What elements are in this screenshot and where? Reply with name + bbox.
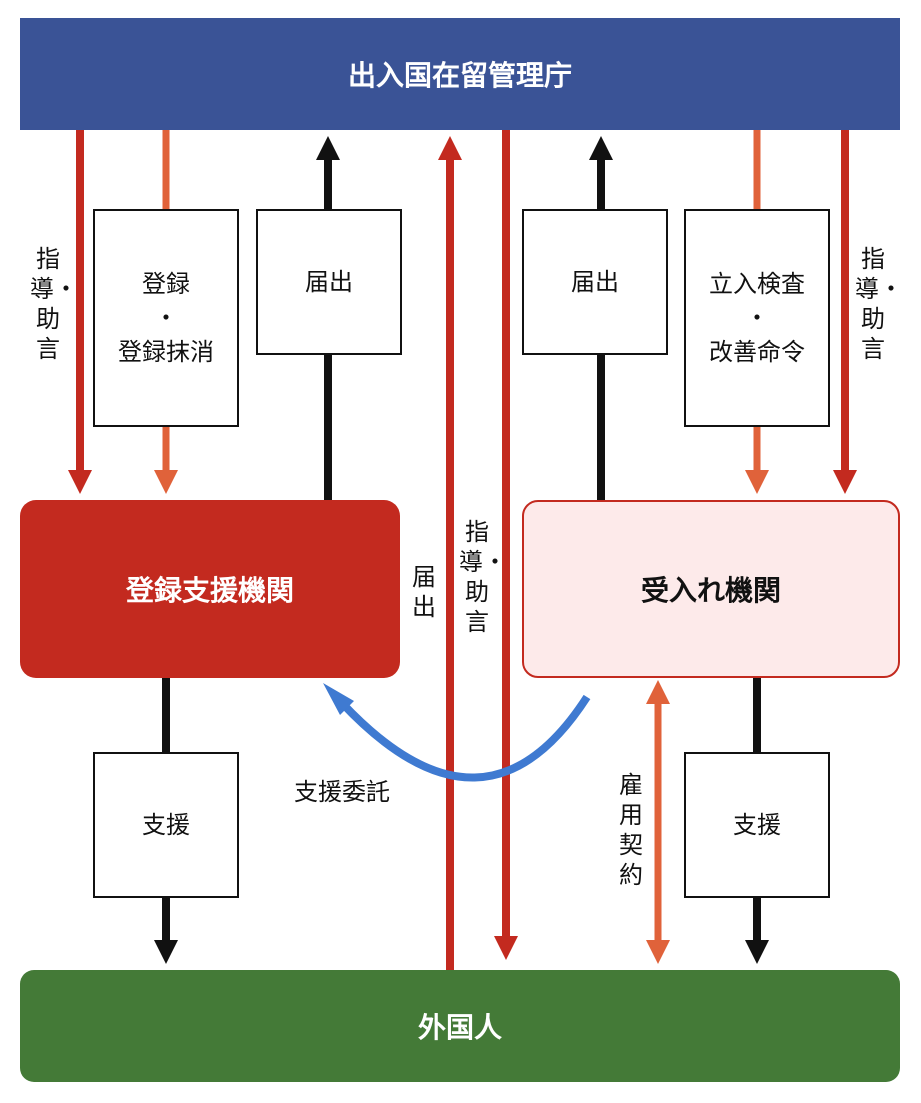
arrow-guidance-right [833, 130, 857, 494]
guidance-advice-center-label: 指導・助言 [459, 518, 507, 636]
support-right-label-box: 支援 [684, 752, 830, 898]
employment-contract-label: 雇用契約 [619, 771, 643, 889]
inspection-separator: ・ [745, 304, 769, 332]
improvement-order-label: 改善命令 [709, 338, 805, 366]
inspection-label-box: 立入検査 ・ 改善命令 [684, 209, 830, 427]
support-left-label: 支援 [142, 811, 190, 839]
deregistration-label: 登録抹消 [118, 338, 214, 366]
on-site-inspection-label: 立入検査 [709, 270, 805, 298]
support-consignment-label: 支援委託 [294, 778, 390, 806]
support-right-label: 支援 [733, 811, 781, 839]
arrow-guidance-center [494, 130, 518, 960]
guidance-advice-left-label: 指導・助言 [30, 245, 78, 363]
guidance-advice-right-label: 指導・助言 [855, 245, 903, 363]
notification-left-label: 届出 [305, 268, 353, 296]
arrow-notification-center [438, 136, 462, 970]
registration-separator: ・ [154, 304, 178, 332]
arrow-support-consignment [323, 683, 591, 782]
notification-right-label: 届出 [571, 268, 619, 296]
registration-label-box: 登録 ・ 登録抹消 [93, 209, 239, 427]
foreign-national-box: 外国人 [20, 970, 900, 1082]
immigration-agency-box: 出入国在留管理庁 [20, 18, 900, 130]
registration-label: 登録 [142, 270, 190, 298]
registered-support-organization-box: 登録支援機関 [20, 500, 400, 678]
notification-right-label-box: 届出 [522, 209, 668, 355]
support-left-label-box: 支援 [93, 752, 239, 898]
receiving-organization-box: 受入れ機関 [522, 500, 900, 678]
arrow-guidance-left [68, 130, 92, 494]
notification-center-label: 届出 [412, 563, 436, 621]
notification-left-label-box: 届出 [256, 209, 402, 355]
arrow-employment-contract [646, 680, 670, 964]
